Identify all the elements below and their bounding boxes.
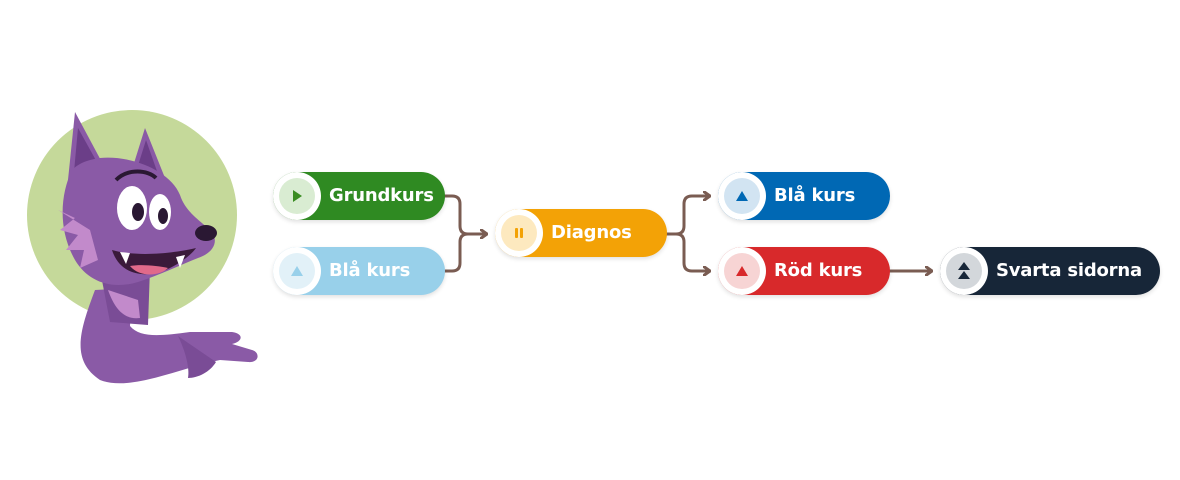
node-bla-kurs-2-label: Blå kurs [774, 185, 856, 206]
node-bla-kurs-2-badge [718, 172, 766, 220]
mascot-tooth-right [176, 255, 185, 268]
edge-bla-kurs-1-diagnos [443, 232, 470, 273]
mascot-nose [195, 225, 217, 241]
edge-diagnos-bla-kurs-2 [665, 196, 709, 236]
node-grundkurs-label: Grundkurs [329, 185, 434, 206]
node-rod-kurs-badge [718, 247, 766, 295]
node-svarta-sidorna-label: Svarta sidorna [996, 260, 1142, 281]
triangle-icon [291, 266, 303, 276]
mascot-tongue [130, 265, 168, 275]
mascot-chest [108, 290, 140, 319]
node-grundkurs-badge [273, 172, 321, 220]
edge-grundkurs-diagnos [443, 194, 486, 234]
node-bla-kurs-1-badge [273, 247, 321, 295]
wolf-mascot-icon [27, 110, 258, 384]
node-bla-kurs-2: Blå kurs [718, 172, 890, 220]
mascot-pupil-left [132, 203, 144, 221]
triangle-icon [736, 266, 748, 276]
node-bla-kurs-1-label: Blå kurs [329, 260, 411, 281]
mascot-cheek-fluff [58, 210, 98, 268]
pause-icon [515, 228, 523, 238]
node-diagnos-badge [495, 209, 543, 257]
node-svarta-sidorna: Svarta sidorna [940, 247, 1160, 295]
node-rod-kurs: Röd kurs [718, 247, 890, 295]
node-rod-kurs-label: Röd kurs [774, 260, 863, 281]
node-bla-kurs-1: Blå kurs [273, 247, 445, 295]
edge-diagnos-rod-kurs [674, 232, 709, 271]
mascot-tooth-left [120, 252, 130, 264]
node-svarta-sidorna-badge [940, 247, 988, 295]
node-diagnos: Diagnos [495, 209, 667, 257]
node-grundkurs: Grundkurs [273, 172, 445, 220]
double-triangle-icon [958, 262, 970, 279]
mascot-pupil-right [158, 208, 168, 224]
mascot-hand [178, 336, 216, 378]
play-icon [293, 190, 302, 202]
node-diagnos-label: Diagnos [551, 222, 632, 243]
triangle-icon [736, 191, 748, 201]
mascot-brow [114, 169, 158, 182]
